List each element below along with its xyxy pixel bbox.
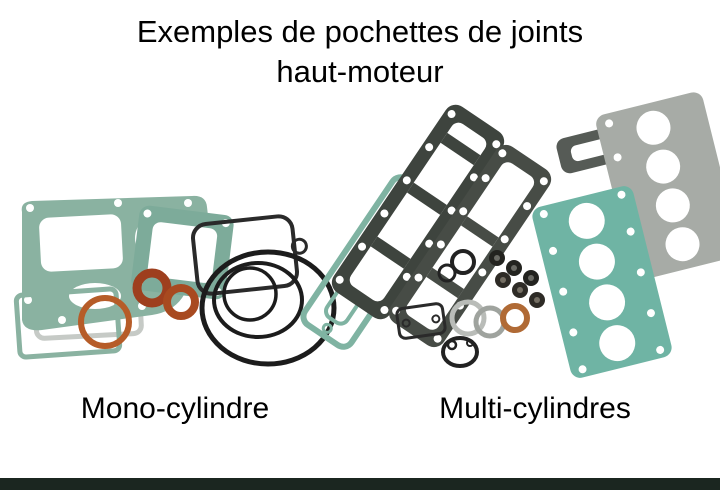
multi-small-rect-gasket-icon [395, 302, 447, 340]
mono-cylinder-kit [13, 195, 337, 367]
title-line-1: Exemples de pochettes de joints [136, 14, 584, 49]
multi-round-gasket-icon [441, 336, 479, 368]
multi-dark-cover-gasket-1-icon [331, 104, 505, 320]
multi-valve-stem-seals-icon [489, 250, 545, 308]
title-line-2: haut-moteur [276, 53, 444, 89]
mono-copper-exhaust-gaskets-icon [132, 268, 199, 320]
multi-teal-head-gasket-icon [532, 186, 672, 378]
multi-small-black-rings-icon [437, 249, 476, 283]
multi-gray-washers-icon [449, 299, 507, 339]
multi-cylinder-kit [300, 92, 720, 378]
mono-rect-gasket-outline-icon [13, 286, 123, 360]
mono-orange-ring-icon [78, 295, 132, 349]
multi-dark-cover-gasket-2-icon [388, 144, 552, 348]
figure-title: Exemples de pochettes de joints haut-mot… [0, 12, 720, 91]
photo-bottom-edge [0, 478, 720, 490]
caption-multi-cylindres: Multi-cylindres [439, 392, 631, 425]
mono-o-rings-icon [199, 249, 337, 367]
multi-copper-washer-icon [500, 303, 530, 333]
mono-black-gasket-outline-icon [191, 214, 308, 296]
caption-mono-cylindre: Mono-cylindre [80, 392, 270, 425]
